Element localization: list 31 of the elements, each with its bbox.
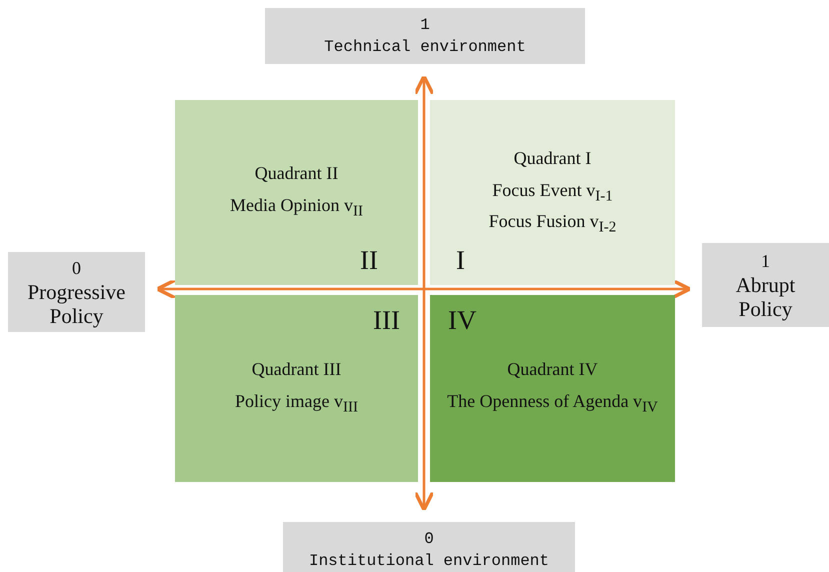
quadrant-numeral: III	[373, 305, 400, 335]
quadrant-title: Quadrant I	[514, 146, 592, 170]
variable-label: Focus Fusion v$_{I-2}$	[488, 210, 616, 238]
axis-label: Institutional environment	[308, 551, 550, 572]
quadrant-box	[430, 295, 675, 482]
quadrant-title: Quadrant III	[252, 358, 342, 382]
quadrant-box	[175, 100, 418, 285]
axis-label: Progressive Policy	[28, 280, 126, 328]
axis-value: 0	[72, 257, 81, 280]
axis-label-box	[265, 8, 585, 64]
axis-value: 1	[761, 250, 770, 273]
variable-label: Focus Event v$_{I-1}$	[492, 178, 613, 206]
axis-label-box	[8, 252, 145, 332]
axis-value: 0	[424, 529, 434, 550]
quadrant-title: Quadrant II	[254, 162, 338, 186]
quadrant-numeral: IV	[448, 305, 476, 335]
quadrant-numeral: II	[360, 245, 378, 275]
axis-label: Abrupt Policy	[734, 273, 796, 321]
axis-label-box	[283, 522, 575, 572]
variable-label: The Openness of Agenda v$_{IV}$	[447, 390, 658, 418]
quadrant-box	[430, 100, 675, 285]
quadrant-box	[175, 295, 418, 482]
variable-label: Policy image v$_{III}$	[235, 390, 358, 418]
variable-label: Media Opinion v$_{II}$	[230, 194, 363, 222]
quadrant-title: Quadrant IV	[507, 358, 598, 382]
axis-label-box	[702, 243, 829, 327]
axis-arrow	[414, 74, 434, 512]
axis-arrow	[156, 278, 692, 300]
axis-label: Technical environment	[324, 37, 526, 58]
axis-value: 1	[420, 15, 430, 36]
quadrant-numeral: I	[456, 245, 465, 275]
